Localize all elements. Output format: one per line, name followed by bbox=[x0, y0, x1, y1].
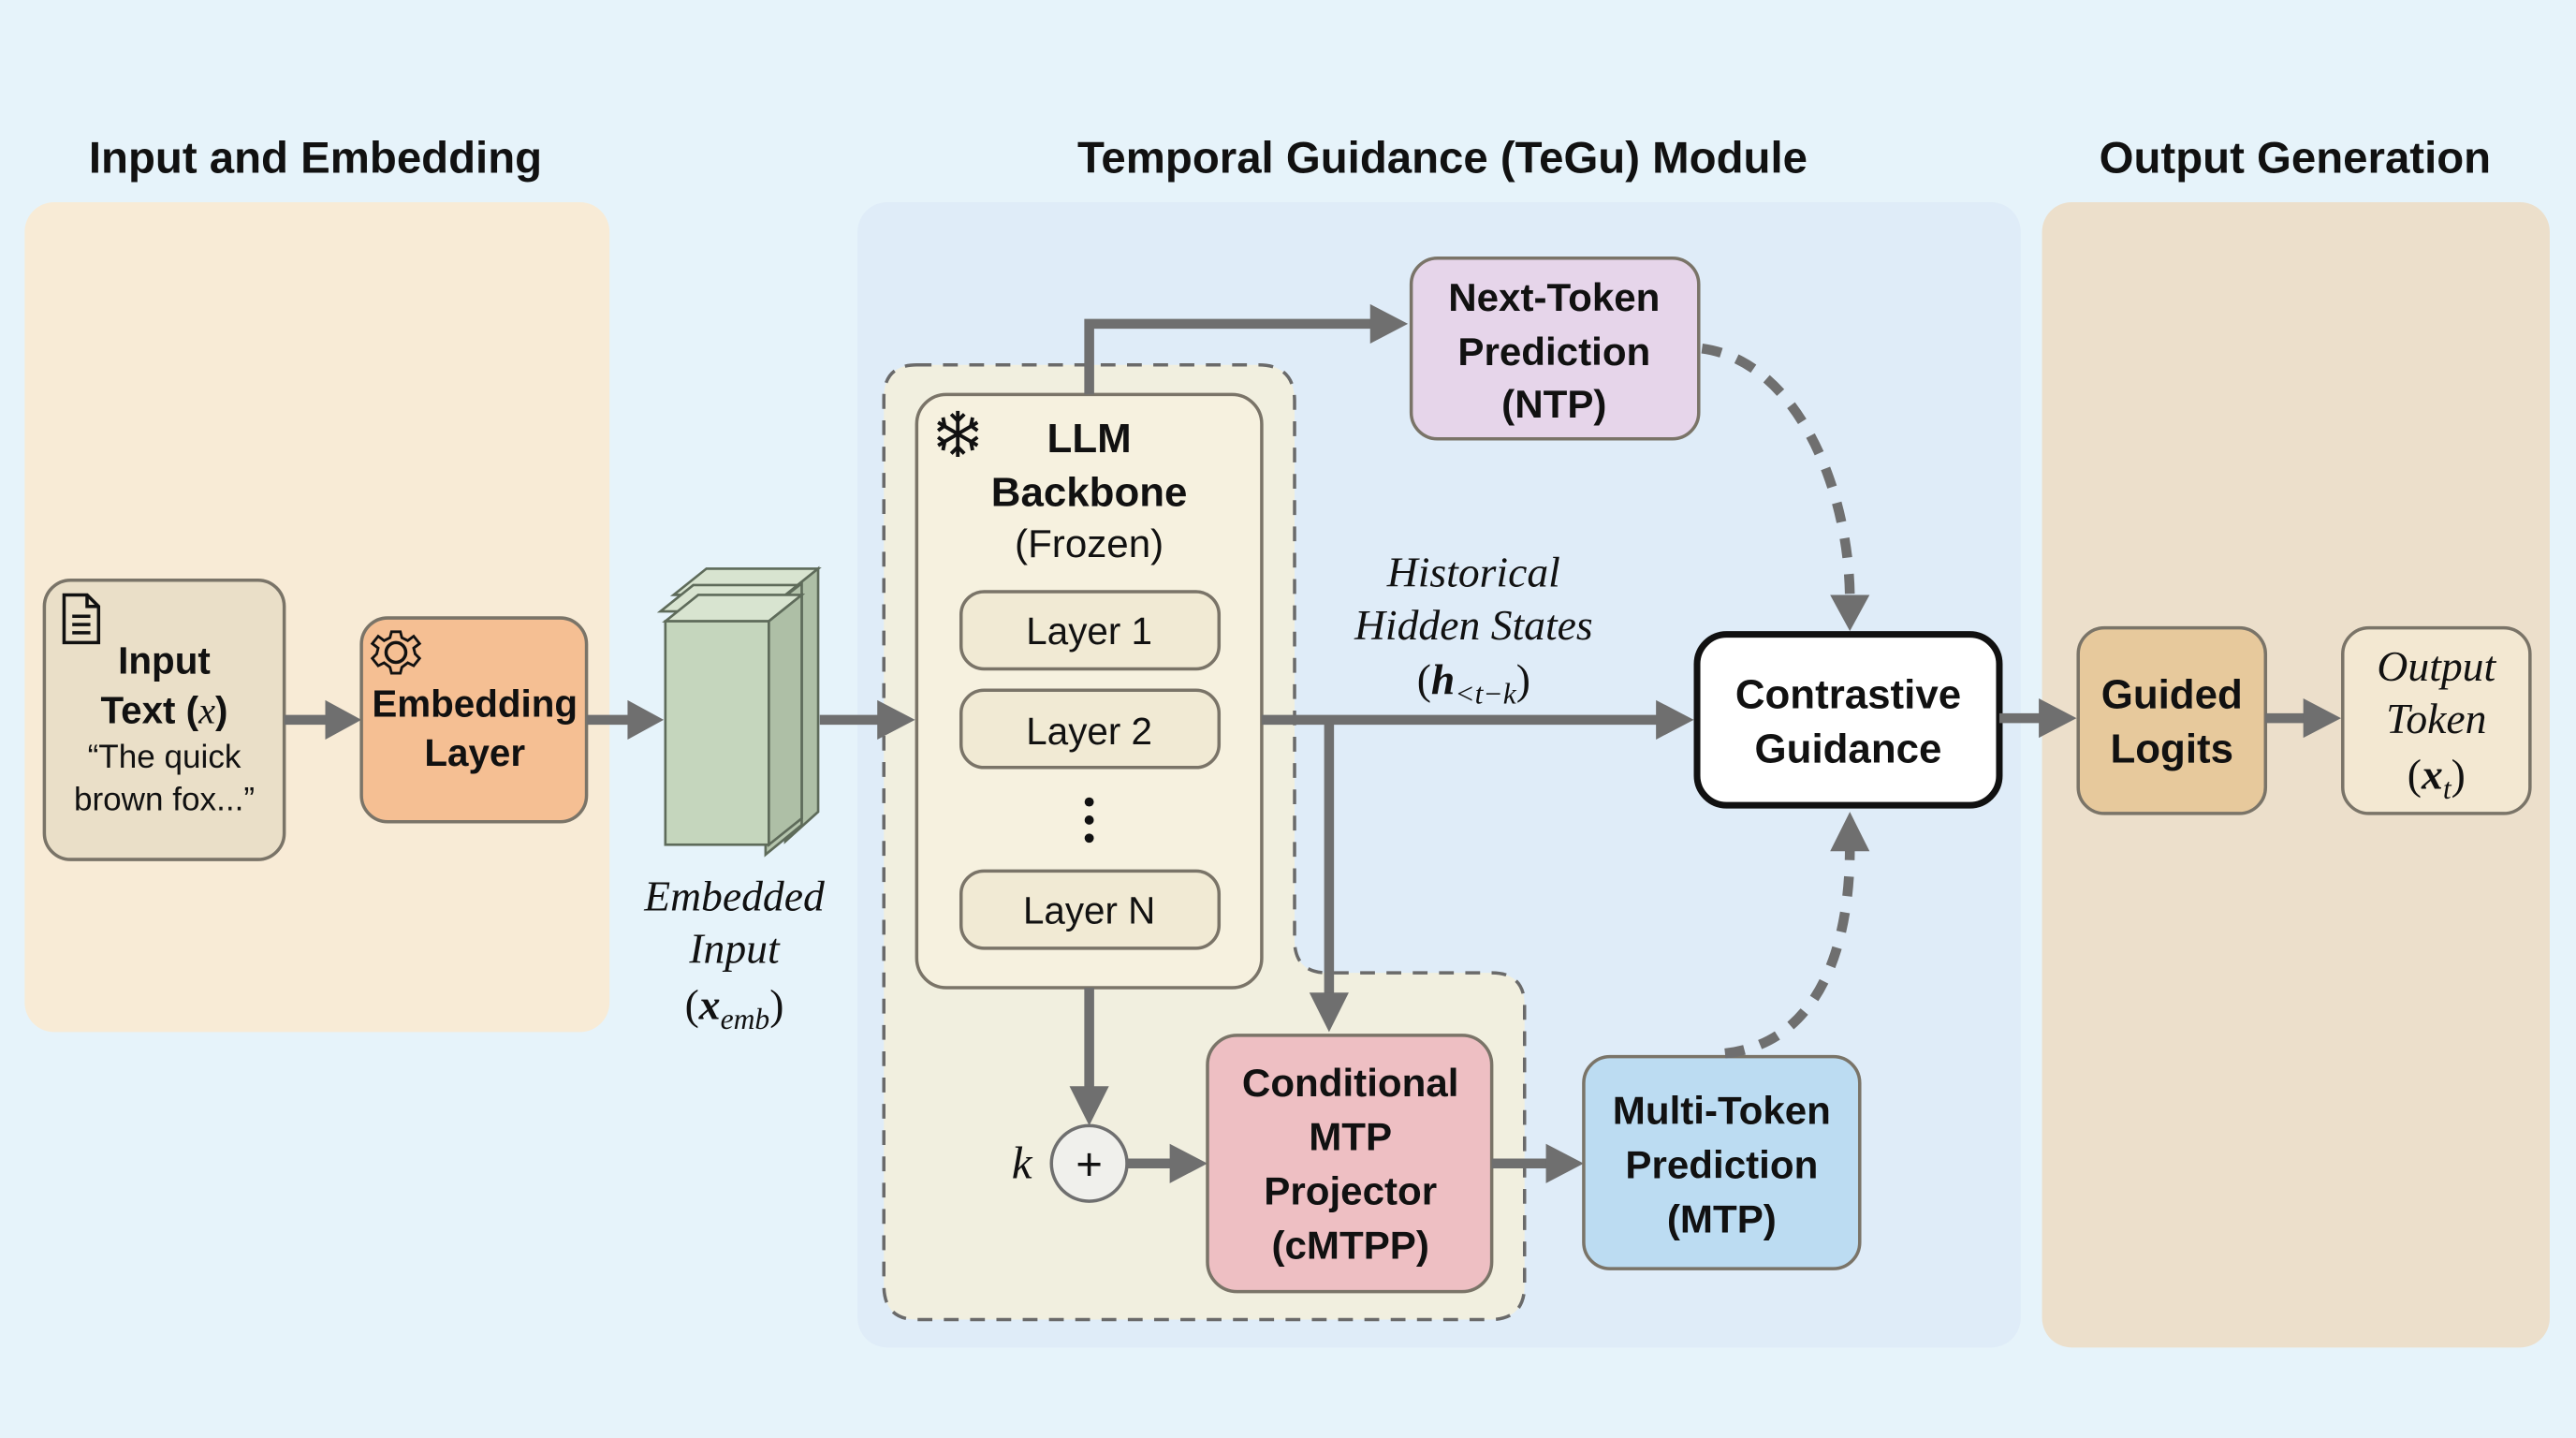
input-text-node: Input Text (x) “The quick brown fox...” bbox=[42, 578, 286, 861]
hidden-states-label-line1: Historical bbox=[1386, 549, 1560, 596]
embedding-layer-subtitle: Layer bbox=[424, 731, 525, 774]
gear-icon bbox=[370, 630, 422, 675]
arrow-logits-to-output bbox=[2265, 698, 2342, 739]
llm-backbone-title: LLM bbox=[1047, 416, 1132, 462]
arrow-cmtpp-to-mtp bbox=[1491, 1143, 1584, 1183]
guided-logits-node: Guided Logits bbox=[2076, 625, 2268, 815]
contrastive-guidance-node: Contrastive Guidance bbox=[1693, 631, 2003, 809]
section-title-output: Output Generation bbox=[2100, 133, 2491, 183]
arrow-input-to-embedding bbox=[284, 699, 362, 740]
output-token-symbol: (xt) bbox=[2408, 751, 2466, 806]
offset-k-label: k bbox=[1012, 1137, 1033, 1189]
llm-backbone-subtitle: Backbone bbox=[991, 470, 1188, 516]
cmtpp-abbrev: (cMTPP) bbox=[1271, 1224, 1428, 1268]
layer-item: Layer N bbox=[959, 869, 1222, 950]
output-token-subtitle: Token bbox=[2386, 695, 2486, 742]
layer-item: Layer 1 bbox=[959, 590, 1222, 671]
embedded-input-label-line1: Embedded bbox=[643, 872, 825, 919]
input-text-example-line2: brown fox...” bbox=[74, 781, 255, 817]
ntp-abbrev: (NTP) bbox=[1501, 382, 1606, 426]
arrow-mtp-to-contrastive bbox=[1724, 812, 1870, 1059]
plus-icon: + bbox=[1076, 1139, 1103, 1190]
guided-logits-title: Guided bbox=[2101, 672, 2243, 718]
arrow-llm-to-ntp bbox=[1084, 303, 1409, 395]
llm-backbone-frozen-label: (Frozen) bbox=[1015, 521, 1164, 565]
layer-label: Layer 1 bbox=[1026, 609, 1152, 653]
ntp-node: Next-Token Prediction (NTP) bbox=[1409, 256, 1701, 441]
embedded-input-tensor-icon bbox=[656, 565, 822, 858]
cmtpp-line2: MTP bbox=[1309, 1115, 1392, 1159]
arrow-tensor-to-llm bbox=[819, 699, 915, 740]
embedded-input-symbol: (xemb) bbox=[685, 980, 784, 1035]
arrow-embedding-to-tensor bbox=[586, 699, 665, 740]
layer-label: Layer N bbox=[1023, 889, 1155, 932]
layer-item: Layer 2 bbox=[959, 688, 1222, 770]
arrow-llm-to-adder bbox=[1069, 987, 1109, 1126]
arrow-ntp-to-contrastive bbox=[1701, 344, 1870, 632]
ntp-subtitle: Prediction bbox=[1457, 330, 1650, 374]
embedded-input-label-line2: Input bbox=[688, 925, 781, 973]
ellipsis-icon bbox=[1084, 797, 1094, 844]
guided-logits-subtitle: Logits bbox=[2110, 726, 2233, 772]
hidden-states-label-line2: Hidden States bbox=[1354, 601, 1593, 649]
cmtpp-line3: Projector bbox=[1264, 1169, 1437, 1213]
arrow-adder-to-cmtpp bbox=[1127, 1143, 1208, 1183]
output-generation-panel bbox=[2042, 202, 2550, 1348]
adder-node: + bbox=[1049, 1123, 1129, 1203]
layer-label: Layer 2 bbox=[1026, 710, 1152, 753]
document-icon bbox=[62, 593, 101, 645]
embedding-layer-title: Embedding bbox=[372, 682, 578, 725]
mtp-subtitle: Prediction bbox=[1625, 1143, 1818, 1187]
contrastive-guidance-subtitle: Guidance bbox=[1755, 726, 1942, 772]
arrow-contrastive-to-logits bbox=[1998, 698, 2077, 739]
mtp-title: Multi-Token bbox=[1613, 1089, 1831, 1133]
output-token-node: Output Token (xt) bbox=[2341, 625, 2532, 815]
input-text-title: Input bbox=[118, 639, 211, 682]
llm-backbone-node: LLM Backbone (Frozen) Layer 1 Layer 2 La… bbox=[915, 392, 1264, 990]
input-text-example-line1: “The quick bbox=[88, 739, 242, 775]
snowflake-icon bbox=[937, 410, 979, 458]
section-title-tegu: Temporal Guidance (TeGu) Module bbox=[1077, 133, 1808, 183]
mtp-node: Multi-Token Prediction (MTP) bbox=[1582, 1054, 1862, 1270]
output-token-title: Output bbox=[2377, 642, 2496, 690]
cmtpp-title: Conditional bbox=[1242, 1061, 1459, 1105]
ntp-title: Next-Token bbox=[1448, 275, 1660, 319]
mtp-abbrev: (MTP) bbox=[1667, 1196, 1777, 1240]
cmtpp-node: Conditional MTP Projector (cMTPP) bbox=[1206, 1034, 1494, 1294]
section-title-input: Input and Embedding bbox=[89, 133, 542, 183]
embedding-layer-node: Embedding Layer bbox=[359, 616, 589, 824]
arrow-hidden-to-cmtpp bbox=[1309, 719, 1349, 1033]
input-text-subtitle: Text (x) bbox=[100, 688, 227, 731]
contrastive-guidance-title: Contrastive bbox=[1735, 672, 1961, 718]
